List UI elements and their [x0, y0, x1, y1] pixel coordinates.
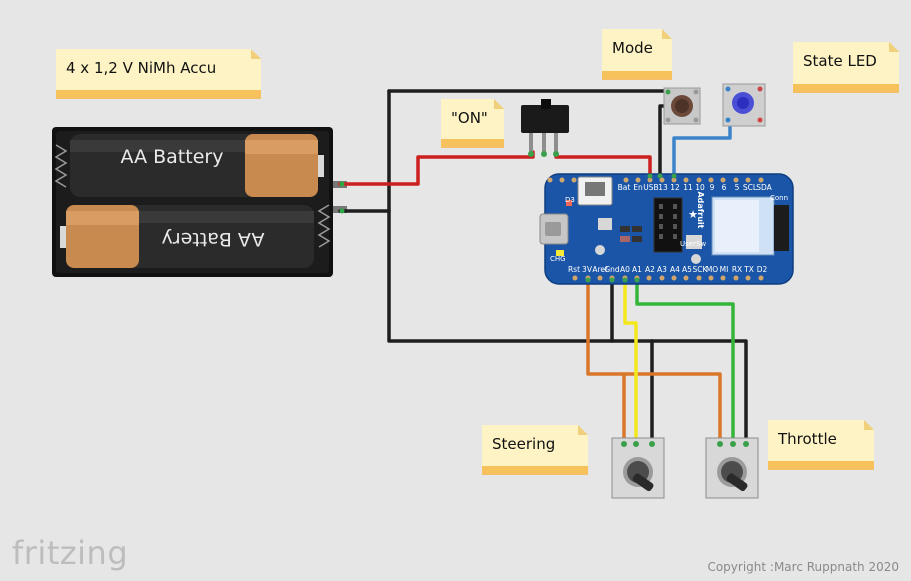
pin-label-scl: SCL: [743, 183, 758, 192]
pin-label-a1: A1: [632, 265, 642, 274]
mode-pushbutton[interactable]: [663, 87, 701, 125]
note-steering: Steering: [482, 425, 588, 473]
pin-label-a4: A4: [670, 265, 680, 274]
wire-joints: [339, 181, 345, 214]
throttle-potentiometer[interactable]: [705, 437, 759, 499]
note-steering-text: Steering: [492, 435, 556, 453]
steering-potentiometer[interactable]: [611, 437, 665, 499]
yellow-wire-a0: [623, 278, 638, 444]
star-icon: ★: [688, 209, 698, 221]
pin-label-tx: TX: [743, 265, 754, 274]
orange-wire-3v: [586, 278, 722, 444]
note-battery-text: 4 x 1,2 V NiMh Accu: [66, 59, 217, 77]
note-mode: Mode: [602, 29, 672, 78]
board-brand-label: Adafruit: [696, 191, 705, 228]
blue-wire-led: [672, 116, 732, 180]
pin-label-11: 11: [683, 183, 693, 192]
pin-label-gnd: Gnd: [604, 265, 620, 274]
pin-label-a5: A5: [682, 265, 692, 274]
note-mode-text: Mode: [612, 39, 653, 57]
pin-label-9: 9: [710, 183, 715, 192]
note-battery: 4 x 1,2 V NiMh Accu: [56, 49, 261, 97]
aa-cell-bottom: AA Battery: [60, 205, 314, 268]
slide-switch[interactable]: [521, 99, 569, 157]
state-led: [722, 83, 766, 127]
note-state-led-text: State LED: [803, 52, 877, 70]
pin-label-6: 6: [722, 183, 727, 192]
fritzing-logo: fritzing: [12, 534, 129, 572]
pin-label-rst: Rst: [568, 265, 580, 274]
pin-label-mi: MI: [720, 265, 729, 274]
pin-label-a2: A2: [645, 265, 655, 274]
black-wire-pot-throttle: [650, 339, 748, 444]
pin-label-a0: A0: [620, 265, 630, 274]
pin-label-bat: Bat: [618, 183, 631, 192]
copyright-text: Copyright :Marc Ruppnath 2020: [707, 560, 899, 574]
pin-label-12: 12: [670, 183, 680, 192]
pin-label-rx: RX: [732, 265, 742, 274]
pin-label-5: 5: [735, 183, 740, 192]
top-pin-header: [547, 177, 764, 183]
note-state-led: State LED: [793, 42, 899, 91]
label-conn: Conn: [770, 194, 788, 202]
note-on-text: "ON": [451, 109, 488, 127]
pin-label-mo: MO: [706, 265, 718, 274]
pin-label-usb: USB: [643, 183, 658, 192]
pin-label-d2: D2: [757, 265, 768, 274]
note-throttle-text: Throttle: [778, 430, 837, 448]
label-d3: D3: [565, 196, 575, 204]
pin-label-3v: 3V: [582, 265, 593, 274]
pin-label-en: En: [633, 183, 643, 192]
aa-cell-bottom-label: AA Battery: [162, 228, 265, 250]
label-chg: CHG: [550, 255, 566, 263]
aa-cell-top-label: AA Battery: [121, 146, 224, 168]
pin-label-10: 10: [695, 183, 705, 192]
note-on: "ON": [441, 99, 504, 146]
battery-holder: AA Battery AA Battery: [52, 127, 347, 277]
aa-cell-top: AA Battery: [70, 134, 324, 197]
note-throttle: Throttle: [768, 420, 874, 468]
pin-label-13: 13: [658, 183, 668, 192]
red-wire-battery: [338, 150, 535, 186]
pin-label-a3: A3: [657, 265, 667, 274]
pin-label-sda: SDA: [756, 183, 772, 192]
label-usersw: UserSw: [680, 240, 706, 248]
black-wire-ground-drop: [387, 89, 654, 343]
green-wire-a1: [635, 278, 735, 444]
pin-label-aref: Aref: [592, 265, 608, 274]
wires: [338, 89, 748, 444]
pin-label-sck: SCK: [693, 265, 709, 274]
feather-board: Bat En USB 13 12 11 10 9 6 5 SCL SDA Rst…: [539, 173, 794, 285]
